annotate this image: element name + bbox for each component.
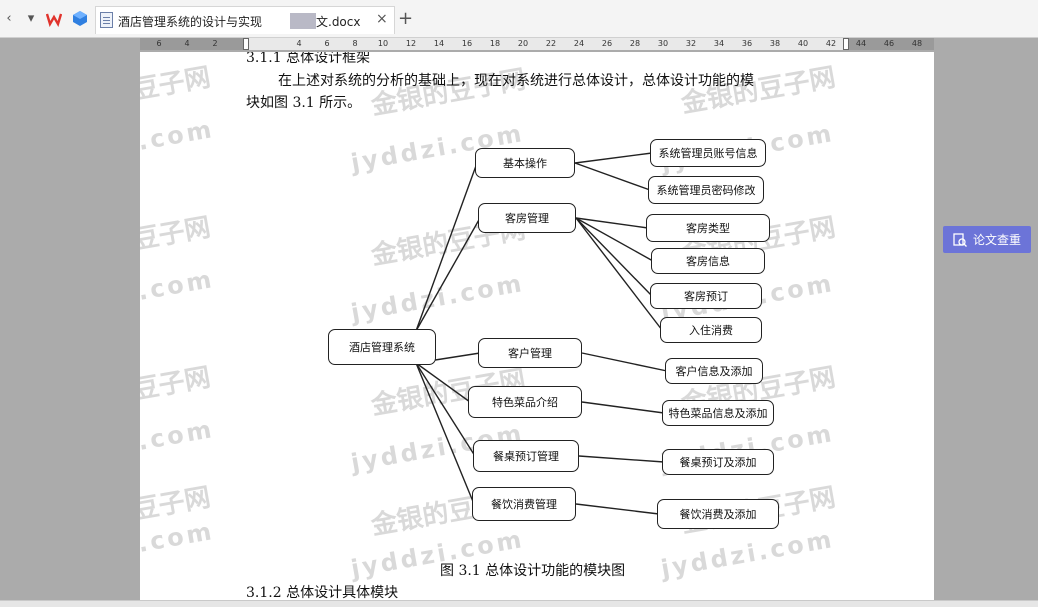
connector-line	[415, 217, 481, 332]
ruler-tick-label: 2	[212, 39, 218, 48]
watermark-text: 金银的豆子网	[140, 362, 213, 420]
diagram-leaf-node: 客房类型	[646, 214, 770, 242]
dropdown-arrow-icon[interactable]: ▾	[27, 11, 35, 26]
watermark-text: jyddzi.com	[140, 414, 217, 474]
ruler-tick-label: 46	[883, 39, 895, 48]
tab-title-suffix: 文.docx	[316, 15, 361, 29]
plagiarism-check-button[interactable]: 论文查重	[943, 226, 1031, 253]
ruler-tick-label: 38	[769, 39, 781, 48]
ruler-tick-label: 40	[797, 39, 809, 48]
tab-bar: ‹ ▾ 酒店管理系统的设计与实现 文.docx × +	[0, 0, 1038, 38]
plagiarism-check-label: 论文查重	[972, 233, 1021, 247]
diagram-module-node: 餐桌预订管理	[473, 440, 579, 472]
tab-title: 酒店管理系统的设计与实现	[118, 15, 263, 29]
watermark-text: jyddzi.com	[140, 114, 217, 174]
diagram-leaf-node: 客房预订	[650, 283, 762, 309]
diagram-leaf-node: 客户信息及添加	[665, 358, 763, 384]
ruler-tick-label: 24	[573, 39, 585, 48]
diagram-module-node: 客房管理	[478, 203, 576, 233]
ruler-tick-label: 6	[156, 39, 162, 48]
watermark-text: jyddzi.com	[140, 516, 217, 576]
watermark-text: 金银的豆子网	[369, 64, 528, 122]
diagram-leaf-node: 入住消费	[660, 317, 762, 343]
ruler-tick-label: 18	[489, 39, 501, 48]
watermark-text: 金银的豆子网	[140, 212, 213, 270]
ruler-tick-label: 26	[601, 39, 613, 48]
ruler-tick-label: 30	[657, 39, 669, 48]
ruler-tick-label: 36	[741, 39, 753, 48]
diagram-leaf-node: 餐桌预订及添加	[662, 449, 774, 475]
ruler-tick-label: 4	[184, 39, 190, 48]
ruler-tick-label: 32	[685, 39, 697, 48]
connector-line	[415, 362, 471, 403]
section-heading: 3.1.1 总体设计框架	[246, 52, 371, 66]
status-bar	[0, 600, 1038, 607]
connector-line	[574, 152, 653, 164]
tab-document[interactable]: 酒店管理系统的设计与实现 文.docx ×	[95, 6, 395, 34]
connector-line	[575, 217, 663, 331]
right-indent-marker[interactable]	[843, 38, 849, 50]
redacted-block	[290, 13, 316, 29]
connector-line	[581, 352, 668, 372]
cube-icon[interactable]	[72, 10, 88, 27]
connector-line	[415, 362, 476, 457]
ruler-tick-label: 12	[405, 39, 417, 48]
left-indent-marker[interactable]	[243, 38, 249, 50]
ruler-tick-label: 6	[324, 39, 330, 48]
document-page[interactable]: 金银的豆子网金银的豆子网金银的豆子网jyddzi.comjyddzi.comjy…	[140, 52, 934, 607]
diagram-module-node: 餐饮消费管理	[472, 487, 576, 521]
watermark-text: 金银的豆子网	[140, 482, 213, 540]
ruler-tick-label: 4	[296, 39, 302, 48]
connector-line	[575, 503, 660, 515]
connector-line	[574, 162, 651, 191]
next-section-heading: 3.1.2 总体设计具体模块	[246, 585, 399, 601]
wps-logo-icon[interactable]	[46, 11, 62, 27]
document-icon	[100, 12, 113, 28]
watermark-text: jyddzi.com	[140, 264, 217, 324]
diagram-leaf-node: 客房信息	[651, 248, 765, 274]
diagram-leaf-node: 餐饮消费及添加	[657, 499, 779, 529]
add-tab-icon[interactable]: +	[398, 8, 414, 29]
ruler-tick-label: 44	[855, 39, 867, 48]
connector-line	[578, 455, 665, 463]
horizontal-ruler[interactable]: 6422468101214161820222426283032343638404…	[140, 38, 934, 50]
watermark-text: 金银的豆子网	[140, 62, 213, 120]
nav-back-icon[interactable]: ‹	[6, 11, 12, 26]
ruler-tick-label: 16	[461, 39, 473, 48]
diagram-connectors	[415, 152, 668, 515]
paragraph-line-2: 块如图 3.1 所示。	[246, 95, 362, 111]
diagram-module-node: 客户管理	[478, 338, 582, 368]
connector-line	[415, 162, 478, 332]
connector-line	[575, 217, 649, 229]
ruler-tick-label: 28	[629, 39, 641, 48]
connector-line	[581, 401, 665, 414]
connector-line	[575, 217, 654, 262]
ruler-tick-label: 48	[911, 39, 923, 48]
ruler-tick-label: 22	[545, 39, 557, 48]
figure-caption: 图 3.1 总体设计功能的模块图	[440, 563, 626, 579]
diagram-leaf-node: 特色菜品信息及添加	[662, 400, 774, 426]
ruler-text-area	[246, 38, 846, 50]
check-doc-icon	[953, 232, 967, 247]
ruler-tick-label: 10	[377, 39, 389, 48]
diagram-module-node: 特色菜品介绍	[468, 386, 582, 418]
close-tab-icon[interactable]: ×	[376, 11, 388, 27]
ruler-tick-label: 34	[713, 39, 725, 48]
ruler-tick-label: 20	[517, 39, 529, 48]
connector-line	[575, 217, 653, 297]
ruler-tick-label: 8	[352, 39, 358, 48]
ruler-tick-label: 42	[825, 39, 837, 48]
diagram-leaf-node: 系统管理员密码修改	[648, 176, 764, 204]
paragraph-line-1: 在上述对系统的分析的基础上，现在对系统进行总体设计，总体设计功能的模	[278, 73, 754, 89]
diagram-module-node: 基本操作	[475, 148, 575, 178]
connector-line	[415, 362, 475, 505]
diagram-leaf-node: 系统管理员账号信息	[650, 139, 766, 167]
ruler-tick-label: 14	[433, 39, 445, 48]
diagram-root-node: 酒店管理系统	[328, 329, 436, 365]
